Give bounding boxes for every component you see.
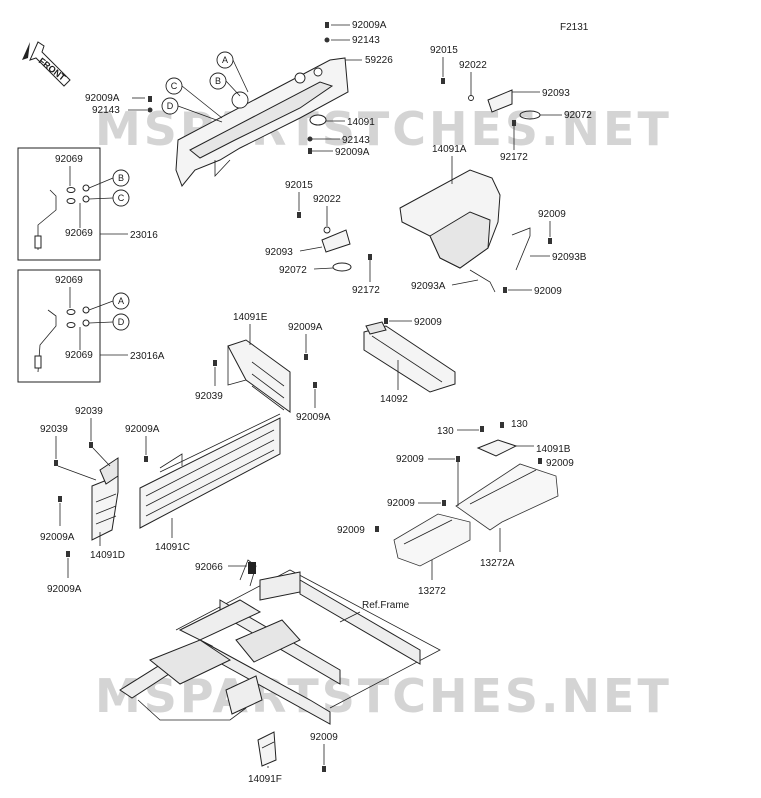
label-14091E: 14091E [233,312,268,323]
callout-c-text: C [171,81,178,91]
bracket-14091F [257,731,277,767]
label-92009A-e2: 92009A [296,412,331,423]
ref-frame-label: Ref.Frame [362,600,410,611]
label-92015-b: 92015 [285,180,313,191]
label-92009A-mid: 92009A [335,147,370,158]
label-92093A: 92093A [411,281,446,292]
label-92009-14092: 92009 [414,317,442,328]
label-92009A-top: 92009A [352,20,387,31]
label-92093-a: 92093 [542,88,570,99]
label-92039-e: 92039 [195,391,223,402]
label-130-b: 130 [511,419,528,430]
label-92143-left: 92143 [92,105,120,116]
label-23016A: 23016A [130,351,165,362]
inset-box-23016 [17,147,101,261]
label-92009A-c: 92009A [125,424,160,435]
label-92069-box1-bot: 92069 [65,228,93,239]
label-92009-m4: 92009 [337,525,365,536]
callout-d-text: D [167,101,174,111]
front-label: FRONT [37,56,68,83]
label-92069-box1-top: 92069 [55,154,83,165]
main-frame [119,559,441,725]
callout-d-box2-text: D [118,317,125,327]
bracket-92093-top [468,89,541,120]
label-92009A-e: 92009A [288,322,323,333]
label-92093B: 92093B [552,252,587,263]
side-panel-14091C [139,413,281,529]
dash-frame-59226 [175,57,349,187]
label-92009-f: 92009 [310,732,338,743]
label-13272A: 13272A [480,558,515,569]
label-92039-l1: 92039 [40,424,68,435]
label-92093-b: 92093 [265,247,293,258]
label-92009-m3: 92009 [387,498,415,509]
front-arrow-icon: FRONT [22,41,71,87]
label-14091B: 14091B [536,444,571,455]
label-92072-a: 92072 [564,110,592,121]
label-92143-top: 92143 [352,35,380,46]
label-14091A: 14091A [432,144,467,155]
side-panel-14091E [227,339,291,413]
label-14091F: 14091F [248,774,282,785]
label-23016: 23016 [130,230,158,241]
label-92072-b: 92072 [279,265,307,276]
label-14091C: 14091C [155,542,190,553]
label-92009-m1: 92009 [396,454,424,465]
label-92143-mid: 92143 [342,135,370,146]
label-92009-r2: 92009 [534,286,562,297]
label-92039-l2: 92039 [75,406,103,417]
label-13272: 13272 [418,586,446,597]
label-92022-b: 92022 [313,194,341,205]
label-14091: 14091 [347,117,375,128]
bracket-14091D [91,457,119,541]
label-92009A-d1: 92009A [40,532,75,543]
floor-plate-13272A [455,463,559,531]
label-92009A-left: 92009A [85,93,120,104]
figure-code: F2131 [560,22,589,33]
panel-14092 [363,321,456,393]
label-92009-r1: 92009 [538,209,566,220]
floor-panel-14091A [399,169,531,293]
label-92009A-d2: 92009A [47,584,82,595]
callout-c-box1-text: C [118,193,125,203]
label-92069-box2-top: 92069 [55,275,83,286]
bracket-92093-mid [321,226,352,272]
label-59226: 59226 [365,55,393,66]
callout-a-text: A [222,55,228,65]
label-92069-box2-bot: 92069 [65,350,93,361]
floor-plate-13272 [393,513,471,567]
label-92172-b: 92172 [352,285,380,296]
callout-a-box2-text: A [118,296,124,306]
label-130-a: 130 [437,426,454,437]
label-92009-m2: 92009 [546,458,574,469]
callout-b-box1-text: B [118,173,124,183]
label-92172-a: 92172 [500,152,528,163]
pipe-23016A [34,306,90,373]
label-14091D: 14091D [90,550,125,561]
label-14092: 14092 [380,394,408,405]
callout-b-text: B [215,76,221,86]
label-92022-a: 92022 [459,60,487,71]
label-92066: 92066 [195,562,223,573]
label-92015-a: 92015 [430,45,458,56]
